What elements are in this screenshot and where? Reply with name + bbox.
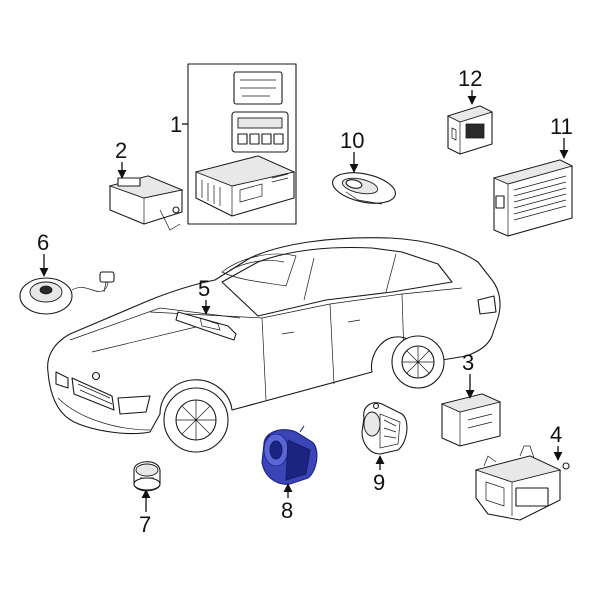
part-10-tweeter	[332, 172, 396, 205]
callout-6: 6	[37, 230, 49, 255]
callout-10: 10	[340, 128, 364, 153]
callout-4: 4	[550, 422, 562, 447]
part-2-bracket	[108, 175, 184, 231]
callout-11: 11	[550, 114, 573, 139]
callout-1: 1	[170, 112, 182, 137]
callout-labels: 1 2 3 4 5 6 7 8 9 10 11 12	[37, 66, 573, 537]
callout-2: 2	[115, 138, 127, 163]
part-1-assembly	[187, 63, 297, 225]
vehicle-illustration	[47, 237, 501, 453]
part-5-bar	[175, 311, 237, 341]
callout-12: 12	[458, 66, 482, 91]
part-9-speaker	[361, 402, 408, 455]
part-4-bracket-unit	[474, 445, 570, 521]
part-8-speaker-highlighted	[261, 425, 318, 485]
part-6-speaker	[19, 271, 115, 315]
callout-7: 7	[139, 512, 151, 537]
part-12-module	[446, 105, 494, 155]
leader-lines	[39, 90, 569, 512]
callout-9: 9	[373, 470, 385, 495]
part-7-sensor	[133, 461, 161, 492]
callout-3: 3	[462, 350, 474, 375]
callout-5: 5	[198, 276, 210, 301]
part-3-module	[440, 393, 502, 447]
part-11-module	[492, 159, 574, 237]
callout-8: 8	[281, 498, 293, 523]
